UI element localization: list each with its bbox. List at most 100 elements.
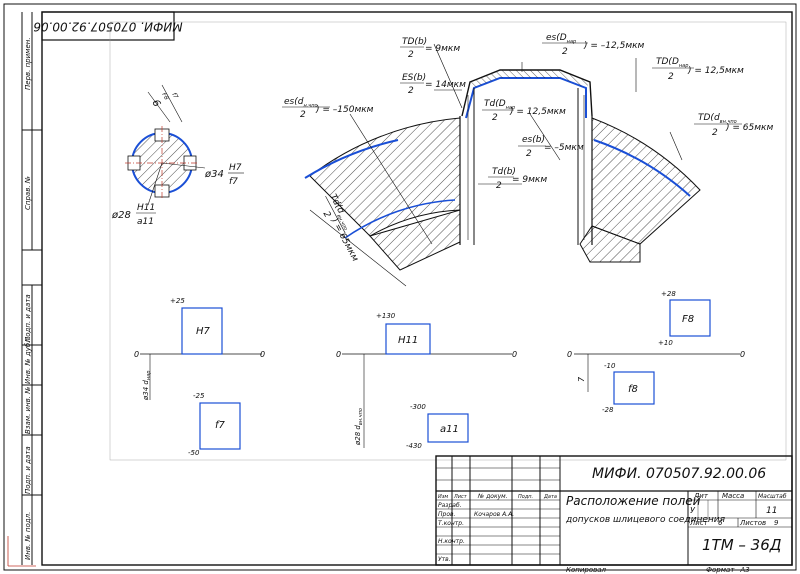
section-fit-inner-den: a11 — [137, 217, 154, 227]
spline-cross-section — [125, 84, 206, 206]
mass-label: Масса — [722, 492, 744, 500]
section-fit-outer-den: f7 — [229, 177, 238, 187]
author-name: Кочаров А.А. — [474, 511, 514, 518]
arc-annotation-es-b: ES(b) 2 = 14мкм — [400, 73, 466, 96]
side-label-sprav: Справ. № — [24, 176, 32, 210]
svg-text:= –5мкм: = –5мкм — [544, 143, 584, 153]
svg-text:TD(b): TD(b) — [402, 37, 427, 47]
arc-annotation-es-D-nar: es(Dнар 2 ) = –12,5мкм — [542, 33, 645, 57]
side-label-inv-dubl: Инв. № дубл. — [24, 336, 32, 384]
svg-text:) = 65мкм: ) = 65мкм — [725, 123, 773, 133]
sheets-label: Листов — [739, 519, 766, 527]
side-label-inv-podl: Инв. № подл. — [24, 512, 32, 560]
axis-marker — [7, 536, 36, 567]
svg-text:+25: +25 — [170, 297, 185, 305]
label-utv: Утв. — [438, 556, 451, 563]
sheet-value: 6 — [718, 519, 723, 527]
svg-text:Td(Dнар: Td(Dнар — [484, 99, 515, 111]
label-nkontr: Н.контр. — [438, 538, 465, 545]
svg-text:a11: a11 — [440, 424, 459, 435]
svg-text:-25: -25 — [193, 392, 205, 400]
svg-text:-300: -300 — [410, 403, 426, 411]
svg-text:+130: +130 — [376, 312, 396, 320]
svg-text:2: 2 — [408, 86, 414, 96]
label-tkontr: Т.контр. — [438, 520, 464, 527]
shaft-zone-a11 — [427, 413, 469, 443]
svg-text:-28: -28 — [602, 406, 614, 414]
top-code-box: МИФИ. 070507.92.00.06 — [33, 11, 183, 41]
label-ndoc: № докум. — [477, 493, 508, 500]
lit-value: У — [690, 506, 696, 515]
svg-text:+10: +10 — [658, 339, 673, 347]
svg-text:2: 2 — [526, 149, 532, 159]
svg-text:) = –150мкм: ) = –150мкм — [315, 105, 374, 115]
svg-text:2: 2 — [712, 128, 718, 138]
top-code-text: МИФИ. 070507.92.00.06 — [33, 20, 183, 34]
svg-text:ES(b): ES(b) — [402, 73, 426, 83]
shaft-zone-f8-shaft — [613, 371, 655, 405]
label-prov: Пров. — [438, 511, 456, 518]
section-fit-inner-num: H11 — [137, 203, 155, 213]
svg-text:0: 0 — [134, 350, 139, 359]
svg-text:-430: -430 — [406, 442, 422, 450]
tolerance-diagram-3: 0 0 F8 +28 +10 f8 -10 -28 7 — [567, 290, 745, 414]
title-block — [435, 455, 793, 566]
svg-text:TD(dвн.чпо: TD(dвн.чпо — [698, 113, 737, 125]
svg-text:ø28 dвн.чпо: ø28 dвн.чпо — [354, 408, 364, 446]
svg-text:2: 2 — [408, 50, 414, 60]
label-podp: Подп. — [518, 494, 533, 500]
shaft-zone-f7 — [199, 402, 241, 450]
arc-annotation-td-b: TD(b) 2 = 9мкм — [400, 37, 460, 60]
svg-text:2: 2 — [492, 113, 498, 123]
svg-text:7: 7 — [577, 376, 586, 382]
svg-text:= 9мкм: = 9мкм — [512, 175, 547, 185]
svg-text:0: 0 — [336, 350, 341, 359]
svg-text:2: 2 — [321, 210, 333, 220]
lit-label: Лит — [693, 492, 709, 500]
svg-text:es(dн.чпо: es(dн.чпо — [284, 97, 318, 109]
svg-text:0: 0 — [512, 350, 517, 359]
label-izm: Изм — [438, 494, 448, 500]
side-label-perv-primen: Перв. примен. — [24, 37, 32, 90]
sheet-label: Лист — [689, 519, 709, 527]
group-label: 1ТМ – 36Д — [702, 536, 782, 554]
section-dim-inner: ø28 — [111, 210, 131, 221]
svg-text:0: 0 — [567, 350, 572, 359]
svg-text:+28: +28 — [661, 290, 676, 298]
hole-zone-h11 — [385, 323, 431, 355]
svg-text:2: 2 — [496, 181, 502, 191]
sheets-value: 9 — [774, 519, 779, 527]
section-fit-outer-num: H7 — [229, 163, 242, 173]
hole-zone-h7 — [181, 307, 223, 355]
svg-text:2: 2 — [562, 47, 568, 57]
title-line-2: допусков шлицевого соединения — [565, 515, 726, 525]
svg-text:f8: f8 — [628, 384, 638, 395]
svg-text:F8: F8 — [682, 314, 694, 325]
title-line-1: Расположение полей — [566, 494, 701, 508]
hole-zone-f8 — [669, 299, 711, 337]
arc-annotation-es-b2: es(b) 2 = –5мкм — [518, 135, 584, 159]
arc-annotation-TD-D-nar: TD(Dнар 2 ) = 12,5мкм — [652, 57, 744, 82]
svg-text:0: 0 — [740, 350, 745, 359]
svg-text:= 14мкм: = 14мкм — [425, 80, 466, 90]
side-label-podp-data-2: Подп. и дата — [24, 446, 32, 494]
label-razrab: Разраб. — [438, 502, 462, 509]
tolerance-diagram-2: 0 0 H11 +130 a11 -300 -430 ø28 dвн.чпо — [336, 312, 517, 450]
svg-text:2: 2 — [300, 110, 306, 120]
arc-annotation-es-d-nvt: es(dн.чпо 2 ) = –150мкм — [282, 97, 374, 120]
svg-text:es(Dнар: es(Dнар — [546, 33, 576, 45]
svg-text:-50: -50 — [188, 449, 200, 457]
arc-annotation-Td-b: Td(b) 2 = 9мкм — [488, 167, 547, 191]
svg-text:= 9мкм: = 9мкм — [425, 44, 460, 54]
scale-value: 11 — [766, 506, 777, 516]
svg-text:ø34 dнар: ø34 dнар — [142, 371, 152, 401]
svg-text:f7: f7 — [215, 420, 226, 431]
svg-text:) = 12,5мкм: ) = 12,5мкм — [687, 66, 744, 76]
svg-text:) = –12,5мкм: ) = –12,5мкм — [583, 41, 645, 51]
magnified-spline-arc — [304, 43, 701, 287]
section-fit-width-den: f7 — [170, 92, 179, 101]
svg-text:0: 0 — [260, 350, 265, 359]
svg-text:H11: H11 — [398, 335, 418, 346]
section-dim-width: 6 — [149, 98, 162, 109]
